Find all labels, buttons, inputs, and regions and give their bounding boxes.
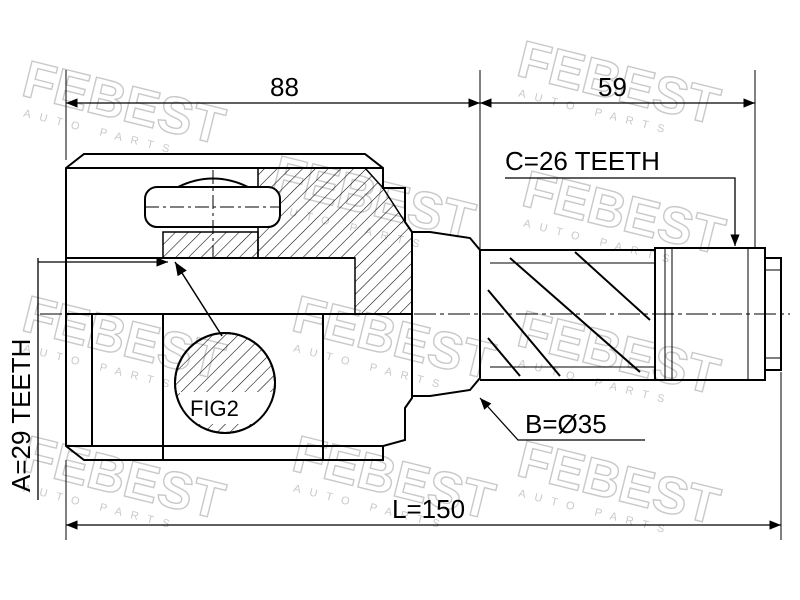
dimension-shaft-length: 59 (480, 70, 756, 248)
joint-neck (412, 231, 481, 397)
inner-spline-label: A=29 TEETH (6, 339, 36, 492)
dimension-inner-length: 88 (65, 70, 481, 250)
dimension-59-label: 59 (598, 72, 627, 102)
housing-section (162, 167, 413, 315)
watermark-logo: FEBEST AUTO PARTS (511, 300, 726, 408)
fig2-leader (174, 261, 223, 337)
tripod-roller (144, 170, 281, 260)
seal-diameter-callout: B=Ø35 (479, 397, 645, 441)
dimension-88-label: 88 (270, 72, 299, 102)
spline-end (654, 247, 782, 381)
fig2-detail: FIG2 (174, 332, 276, 434)
inner-spline-callout: A=29 TEETH (6, 257, 168, 500)
watermark-logo: FEBEST AUTO PARTS (511, 430, 726, 538)
outer-spline-label: C=26 TEETH (505, 146, 660, 176)
total-length-label: L=150 (392, 494, 465, 524)
dimension-total-length: L=150 (65, 372, 782, 540)
output-shaft (480, 249, 656, 381)
fig2-label: FIG2 (190, 396, 239, 421)
watermark-logo: FEBEST AUTO PARTS (16, 50, 231, 158)
seal-diameter-label: B=Ø35 (525, 409, 607, 439)
outer-spline-callout: C=26 TEETH (505, 146, 740, 246)
